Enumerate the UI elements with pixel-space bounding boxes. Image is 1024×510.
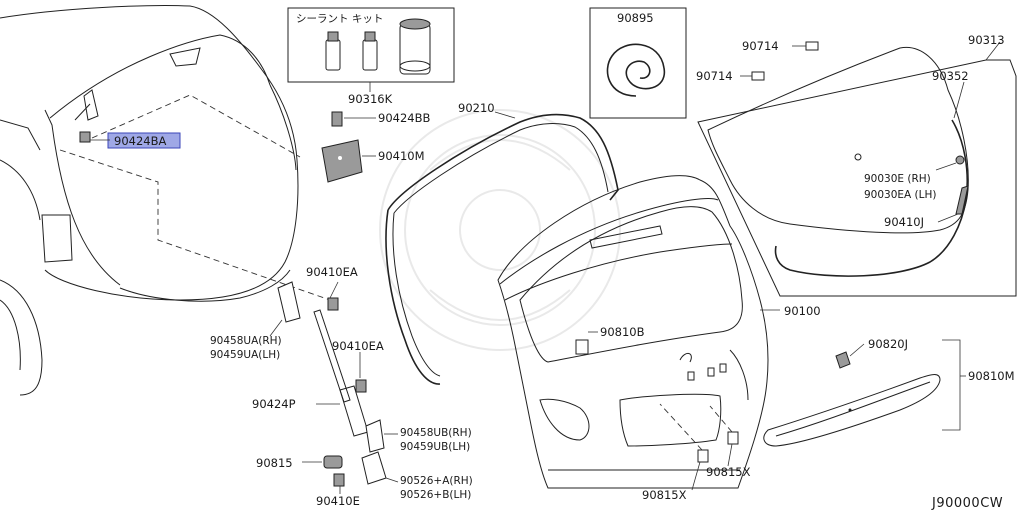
leader-90820J [849,343,865,357]
label-90810B[interactable]: 90810B [600,325,645,339]
leader-90030E [935,162,957,171]
bracket-90410M [321,139,363,183]
tape-90895-box [589,7,687,119]
label-90815X-a[interactable]: 90815X [642,488,687,502]
label-90458UB[interactable]: 90458UB(RH) [400,427,472,439]
clip-90410E [333,473,345,487]
leader-90352 [953,81,965,119]
label-90410M[interactable]: 90410M [378,149,425,163]
weatherstrip-90210 [387,113,619,211]
label-90459UB[interactable]: 90459UB(LH) [400,441,470,453]
bracket-90458UA [277,281,301,323]
sealant-kit-box: シーラント キット [287,7,455,83]
strip-90410J [955,185,969,215]
label-90316K[interactable]: 90316K [348,92,393,106]
label-90352[interactable]: 90352 [932,69,969,83]
finisher-90810M [763,374,941,447]
clip-90410EA-mid [355,379,367,393]
label-90313[interactable]: 90313 [968,33,1005,47]
pad-90815X-a [697,449,709,463]
bracket-90458UB [365,419,385,453]
label-90424P[interactable]: 90424P [252,397,296,411]
clip-90424BA [79,131,91,143]
label-90714-b[interactable]: 90714 [696,69,733,83]
label-90820J[interactable]: 90820J [868,337,908,351]
label-90210[interactable]: 90210 [458,101,495,115]
clip-90714-b [751,71,765,81]
label-90526B[interactable]: 90526+B(LH) [400,489,471,501]
clip-90714-a [805,41,819,51]
label-90458UA[interactable]: 90458UA(RH) [210,335,282,347]
part-90424BA-highlight[interactable] [107,132,181,149]
clip-90820J [835,351,851,369]
label-90810M[interactable]: 90810M [968,369,1015,383]
dashed-leader-upper [91,94,301,158]
label-90410EA-top[interactable]: 90410EA [306,265,358,279]
bracket-90810M-leader [942,339,961,431]
leader-90210 [494,111,516,119]
dashed-leader-90815X-b [709,405,733,433]
label-90714-a[interactable]: 90714 [742,39,779,53]
sealant-kit-label: シーラント キット [296,13,383,25]
diagram-reference-code: J90000CW [931,496,1003,510]
back-door-90100 [497,175,769,489]
watermark-emblem [379,109,621,351]
label-90410J[interactable]: 90410J [884,215,924,229]
pad-90815X-b [727,431,739,445]
label-90526A[interactable]: 90526+A(RH) [400,475,473,487]
leader-90410J [937,213,959,223]
clip-90810B [575,339,589,355]
dashed-leader-lower [59,149,331,301]
label-90815[interactable]: 90815 [256,456,293,470]
bracket-90526 [361,451,387,485]
label-90815X-b[interactable]: 90815X [706,465,751,479]
fastener-90030E [955,155,965,165]
label-90410EA-mid[interactable]: 90410EA [332,339,384,353]
bumper-90815 [323,455,343,469]
label-90424BA[interactable]: 90424BA [114,134,166,148]
leader-90410EA-top [329,281,339,299]
clip-90424BB [331,111,343,127]
label-90895[interactable]: 90895 [617,11,654,25]
label-90030EA[interactable]: 90030EA (LH) [864,189,937,201]
clip-90410EA-top [327,297,339,311]
label-90030E[interactable]: 90030E (RH) [864,173,931,185]
label-90424BB[interactable]: 90424BB [378,111,430,125]
vehicle-rear-illustration [0,5,299,396]
label-90410E[interactable]: 90410E [316,494,360,508]
weatherstrip-90210-inner [393,123,609,214]
dashed-leader-90815X-a [659,403,703,451]
label-90459UA[interactable]: 90459UA(LH) [210,349,280,361]
leader-90815X-a [691,461,701,491]
leader-90313 [985,41,1001,61]
leader-90526 [385,477,399,483]
label-90100[interactable]: 90100 [784,304,821,318]
leader-90815X-b [727,443,733,467]
back-window-box-90313 [697,46,1017,297]
weatherstrip-90210-lower [385,209,441,385]
